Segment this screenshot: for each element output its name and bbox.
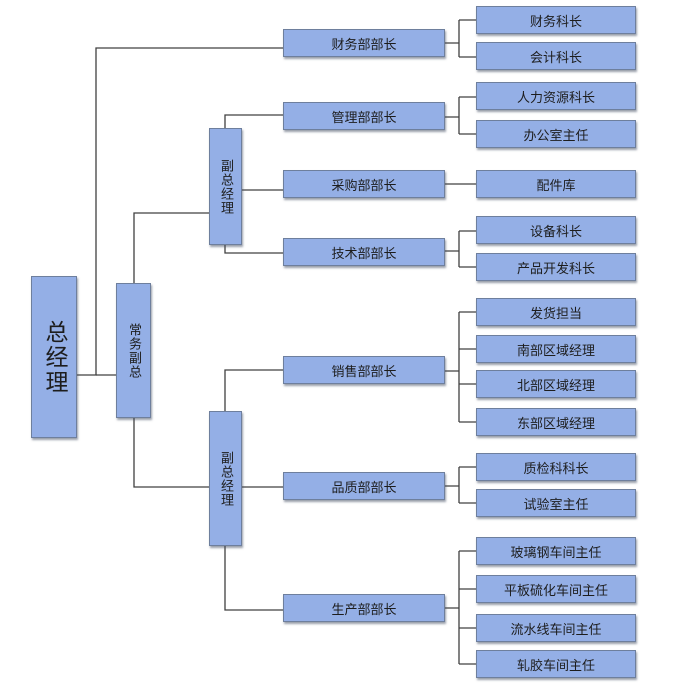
section-box: 南部区域经理: [476, 335, 636, 363]
section-box: 人力资源科长: [476, 82, 636, 110]
dept-technology-box: 技术部部长: [283, 238, 445, 266]
dept-sales-box: 销售部部长: [283, 356, 445, 384]
dept-management-box: 管理部部长: [283, 102, 445, 130]
dept-finance-box: 财务部部长: [283, 29, 445, 57]
section-box: 平板硫化车间主任: [476, 575, 636, 603]
section-box: 办公室主任: [476, 120, 636, 148]
section-box: 设备科长: [476, 216, 636, 244]
general-manager-box: 总经理: [31, 276, 77, 438]
section-box: 发货担当: [476, 298, 636, 326]
section-box: 质检科科长: [476, 453, 636, 481]
section-box: 产品开发科长: [476, 253, 636, 281]
section-box: 试验室主任: [476, 489, 636, 517]
dept-quality-box: 品质部部长: [283, 472, 445, 500]
dept-purchasing-box: 采购部部长: [283, 170, 445, 198]
section-box: 财务科长: [476, 6, 636, 34]
section-box: 北部区域经理: [476, 370, 636, 398]
section-box: 东部区域经理: [476, 408, 636, 436]
section-box: 流水线车间主任: [476, 614, 636, 642]
section-box: 配件库: [476, 170, 636, 198]
dept-production-box: 生产部部长: [283, 594, 445, 622]
section-box: 会计科长: [476, 42, 636, 70]
vp-lower-box: 副总经理: [209, 411, 242, 546]
section-box: 玻璃钢车间主任: [476, 537, 636, 565]
executive-vp-box: 常务副总: [116, 283, 151, 418]
vp-upper-box: 副总经理: [209, 128, 242, 245]
section-box: 轧胶车间主任: [476, 650, 636, 678]
